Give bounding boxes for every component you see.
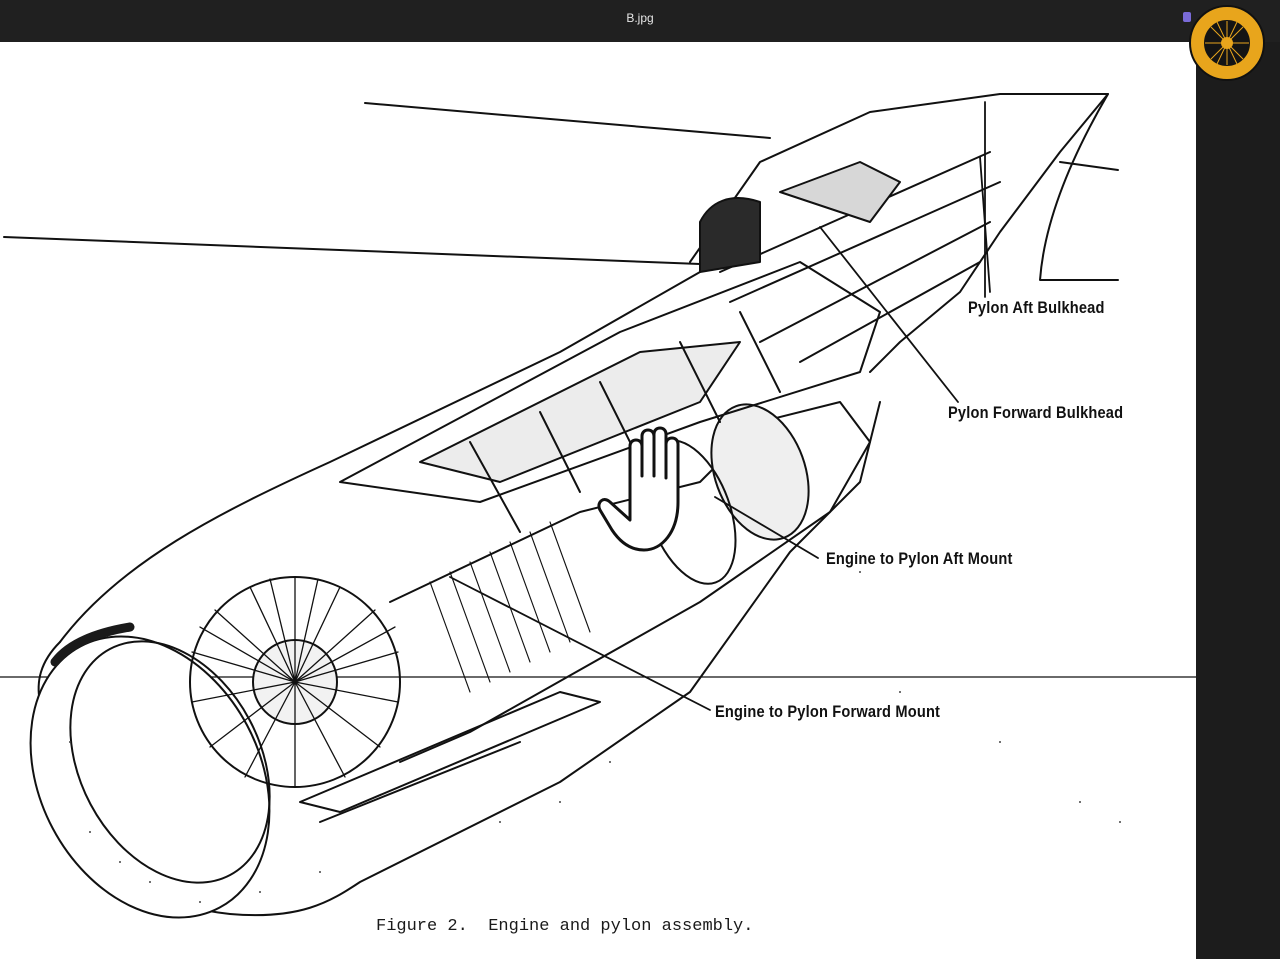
- engine-pylon-drawing: [0, 93, 1196, 919]
- callout-engine-to-pylon-aft-mount: Engine to Pylon Aft Mount: [826, 549, 1013, 568]
- callout-pylon-forward-bulkhead: Pylon Forward Bulkhead: [948, 403, 1124, 422]
- image-viewer-canvas: Pylon Aft Bulkhead Pylon Forward Bulkhea…: [0, 42, 1196, 959]
- hand-cursor-icon: [597, 426, 680, 552]
- window-title: B.jpg: [626, 11, 654, 25]
- figure-caption: Figure 2. Engine and pylon assembly.: [376, 917, 754, 936]
- app-icon[interactable]: [1183, 12, 1191, 22]
- channel-logo: [1189, 5, 1265, 81]
- right-side-panel: [1196, 42, 1280, 959]
- callout-engine-to-pylon-forward-mount: Engine to Pylon Forward Mount: [715, 702, 941, 721]
- title-bar: B.jpg: [0, 0, 1280, 42]
- callout-pylon-aft-bulkhead: Pylon Aft Bulkhead: [968, 298, 1105, 317]
